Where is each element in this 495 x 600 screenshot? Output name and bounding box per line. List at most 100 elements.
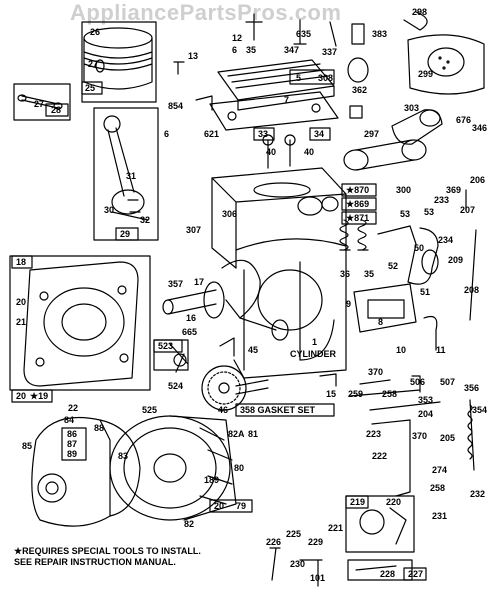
gasket-set-label: 358 GASKET SET (240, 405, 316, 415)
part-label: 220 (386, 497, 402, 507)
part-label: 8 (378, 317, 384, 327)
part-label: 33 (258, 129, 269, 139)
part-label: 189 (204, 475, 220, 485)
part-label: 205 (440, 433, 456, 443)
part-label: 82A (228, 429, 245, 439)
crankshaft-drawing (162, 259, 289, 341)
part-label: 46 (218, 405, 229, 415)
part-label: 31 (126, 171, 137, 181)
part-label: 21 (16, 317, 27, 327)
part-label: 7 (284, 95, 290, 105)
part-label: 346 (472, 123, 488, 133)
part-label: 299 (418, 69, 434, 79)
starter-drawing (345, 495, 415, 581)
part-label: 22 (68, 403, 79, 413)
part-label: 32 (140, 215, 151, 225)
note-line-1: ★REQUIRES SPECIAL TOOLS TO INSTALL. (14, 546, 201, 556)
part-label: ★869 (346, 199, 370, 209)
part-label: 40 (304, 147, 315, 157)
part-label: 9 (346, 299, 352, 309)
part-label: 6 (232, 45, 238, 55)
part-label: 6 (164, 129, 170, 139)
part-label: 20 (214, 501, 225, 511)
part-label: 15 (326, 389, 337, 399)
part-label: 208 (464, 285, 480, 295)
part-label: 85 (22, 441, 33, 451)
part-label: 370 (368, 367, 384, 377)
part-label: 88 (94, 423, 105, 433)
part-label: 258 (430, 483, 446, 493)
part-label: 223 (366, 429, 382, 439)
part-label: 347 (284, 45, 300, 55)
part-label: 45 (248, 345, 259, 355)
part-label: 525 (142, 405, 158, 415)
part-label: 81 (248, 429, 259, 439)
part-label: 40 (266, 147, 277, 157)
cylinder-label: CYLINDER (290, 349, 337, 359)
crankcase-cover-drawing (9, 255, 151, 391)
part-label: 204 (418, 409, 434, 419)
part-label: 356 (464, 383, 480, 393)
part-label: 12 (232, 33, 243, 43)
part-label: ★871 (346, 213, 370, 223)
part-label: 306 (222, 209, 238, 219)
part-label: 83 (118, 451, 129, 461)
cylinder-head-drawing (209, 59, 339, 131)
part-label: 222 (372, 451, 388, 461)
part-label: 219 (350, 497, 366, 507)
part-label: 13 (188, 51, 199, 61)
part-label: 30 (104, 205, 115, 215)
label-frames (11, 69, 427, 581)
part-label: 665 (182, 327, 198, 337)
part-label: 353 (418, 395, 434, 405)
part-label: 35 (246, 45, 257, 55)
part-label: 298 (412, 7, 428, 17)
note-line-2: SEE REPAIR INSTRUCTION MANUAL. (14, 557, 176, 567)
part-label: 229 (308, 537, 324, 547)
part-label: 228 (380, 569, 396, 579)
special-tools-note: ★REQUIRES SPECIAL TOOLS TO INSTALL. SEE … (14, 546, 201, 568)
part-label: 221 (328, 523, 344, 533)
part-label: 34 (314, 129, 325, 139)
part-label: 232 (470, 489, 486, 499)
part-label: 209 (448, 255, 464, 265)
part-label: 507 (440, 377, 456, 387)
part-label: 25 (85, 83, 96, 93)
part-label: 258 (382, 389, 398, 399)
part-label: 101 (310, 573, 326, 583)
part-label: 676 (456, 115, 472, 125)
part-label: 20 (16, 391, 27, 401)
part-label: 18 (16, 257, 27, 267)
intake-elbow-drawing (377, 225, 439, 285)
part-label: 506 (410, 377, 426, 387)
part-label: 80 (234, 463, 245, 473)
part-label: ★19 (30, 391, 49, 401)
part-label: 383 (372, 29, 388, 39)
part-label: 36 (340, 269, 351, 279)
valve-springs-drawing (339, 219, 369, 251)
part-label: 52 (388, 261, 399, 271)
part-label: 79 (236, 501, 247, 511)
part-label: 35 (364, 269, 375, 279)
part-label: 87 (67, 439, 78, 449)
governor-linkage-drawing (349, 229, 477, 497)
part-label: 29 (120, 229, 131, 239)
blower-housing-drawing (31, 416, 141, 527)
part-label: 297 (364, 129, 380, 139)
part-label: 1 (312, 337, 318, 347)
part-label: 27 (34, 99, 45, 109)
part-label: 854 (168, 101, 184, 111)
part-label: 369 (446, 185, 462, 195)
part-label: 28 (51, 105, 62, 115)
part-label: 206 (470, 175, 486, 185)
part-label: 300 (396, 185, 412, 195)
part-label: 227 (408, 569, 424, 579)
air-cleaner-drawing (343, 34, 485, 171)
part-label: 274 (432, 465, 448, 475)
part-label: 5 (296, 73, 302, 83)
part-label: 225 (286, 529, 302, 539)
part-label: 337 (322, 47, 338, 57)
part-label: 86 (67, 429, 78, 439)
